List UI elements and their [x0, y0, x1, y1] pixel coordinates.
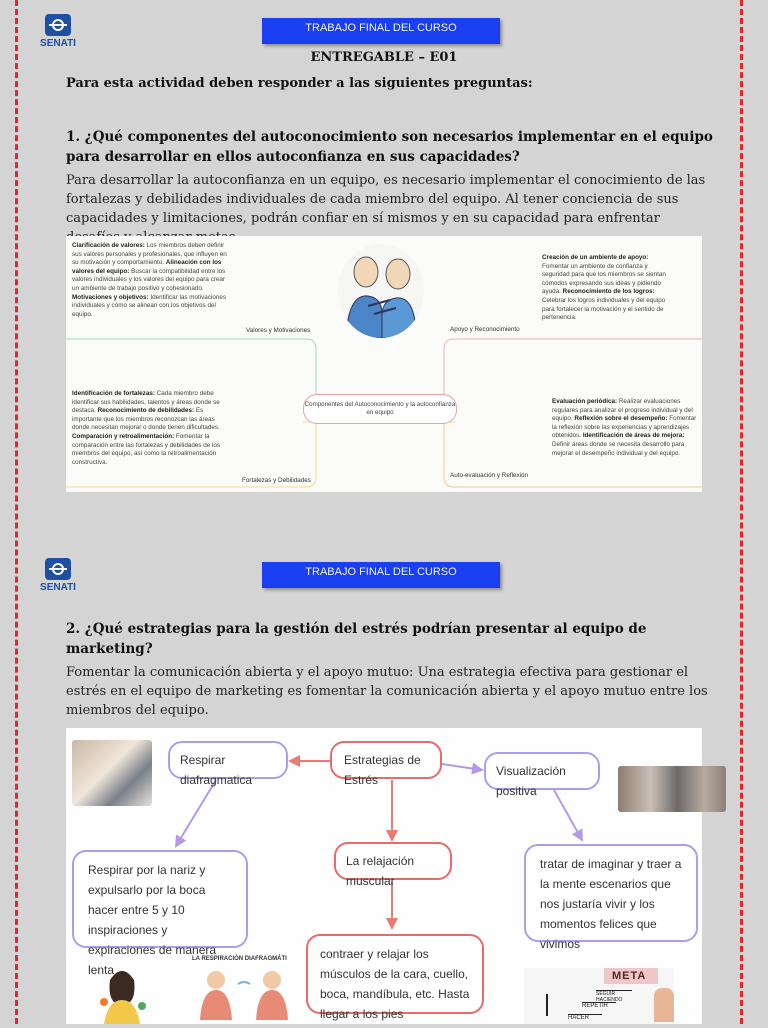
mm-text: Cada miembro debe identificar sus habili… — [72, 390, 220, 415]
mm-heading: Reconocimiento de los logros: — [562, 288, 655, 296]
hand-icon — [654, 988, 674, 1022]
mindmap-selfeval-text: Evaluación periódica: Realizar evaluacio… — [552, 398, 698, 458]
mm-text: Celebrar los logros individuales y del e… — [542, 296, 666, 322]
mindmap-connectors — [66, 338, 702, 488]
mm-text: Fomentar la comparación entre las fortal… — [72, 432, 221, 466]
course-banner-2: TRABAJO FINAL DEL CURSO — [262, 562, 500, 588]
document-page: SENATI TRABAJO FINAL DEL CURSO ENTREGABL… — [30, 0, 738, 1024]
deliverable-title: ENTREGABLE – E01 — [310, 50, 458, 65]
branch-label-support: Apoyo y Reconocimiento — [450, 326, 520, 333]
breathing-caption: LA RESPIRACIÓN DIAFRAGMÁTI — [192, 956, 287, 962]
step-repeat: REPETIR — [582, 1002, 616, 1009]
people-pointing-icon — [345, 256, 417, 338]
mm-text: Definir áreas donde se necesita desarrol… — [552, 440, 685, 457]
mm-text: Es importante que los miembros reconozca… — [72, 407, 220, 432]
question-1: 1. ¿Qué componentes del autoconocimiento… — [66, 129, 713, 165]
intro-text: Para esta actividad deben responder a la… — [66, 76, 533, 91]
node-diaphragm-breathing: Respirar diafragmatica — [168, 741, 288, 787]
mm-heading: Reflexión sobre el desempeño: — [574, 415, 668, 423]
mm-heading: Motivaciones y objetivos: — [72, 293, 149, 301]
branch-label-values: Valores y Motivaciones — [246, 327, 311, 334]
breathing-infographic: LA RESPIRACIÓN DIAFRAGMÁTI — [192, 956, 300, 1024]
mindmap-strengths-text: Identificación de fortalezas: Cada miemb… — [72, 390, 228, 467]
mm-text: Fomentar la reflexión sobre las experien… — [552, 415, 697, 440]
question-2: 2. ¿Qué estrategias para la gestión del … — [66, 621, 647, 657]
node-stress-strategies: Estrategias de Estrés — [330, 741, 442, 787]
step-do: HACER — [568, 1014, 602, 1021]
senati-logo-icon — [45, 558, 71, 580]
mm-text: Identificar las motivaciones individuale… — [72, 293, 226, 318]
answer-2: Fomentar la comunicación abierta y el ap… — [66, 665, 708, 718]
mm-heading: Alineación con los valores del equipo: — [72, 259, 222, 275]
senati-logo: SENATI — [38, 14, 78, 49]
mm-text: Buscar la compatibilidad entre los valor… — [72, 267, 226, 292]
mm-text: Los miembros deben definir sus valores p… — [72, 242, 227, 267]
meta-title: META — [612, 970, 647, 982]
right-page-border — [740, 0, 743, 1024]
mm-heading: Evaluación periódica: — [552, 398, 618, 405]
course-banner: TRABAJO FINAL DEL CURSO — [262, 18, 500, 44]
mindmap-support-text: Creación de un ambiente de apoyo: Foment… — [542, 254, 672, 323]
woman-breathing-icon — [100, 971, 146, 1024]
stick-figure-icon — [546, 994, 558, 1016]
logo-text: SENATI — [40, 38, 76, 49]
node-visualization-detail: tratar de imaginar y traer a la mente es… — [524, 844, 698, 951]
mm-text: Fomentar un ambiente de confianza y segu… — [542, 262, 666, 296]
mm-heading: Comparación y retroalimentación: — [72, 432, 175, 440]
group-photo — [618, 766, 726, 812]
node-relaxation-detail: contraer y relajar los músculos de la ca… — [306, 934, 484, 1021]
mm-heading: Identificación de áreas de mejora: — [582, 432, 685, 440]
mm-heading: Creación de un ambiente de apoyo: — [542, 254, 649, 261]
goal-stairs-illustration: META SEGUIR HACIENDO REPETIR HACER — [524, 968, 674, 1024]
breathing-figures-icon — [200, 971, 288, 1020]
mindmap-values-text: Clarificación de valores: Los miembros d… — [72, 242, 230, 319]
senati-logo-icon — [45, 14, 71, 36]
team-cartoon-image — [338, 244, 424, 338]
meta-flag-icon — [604, 968, 658, 984]
senati-logo-2: SENATI — [38, 558, 78, 593]
left-page-border — [15, 0, 18, 1024]
mm-heading: Identificación de fortalezas: — [72, 390, 155, 397]
mindmap-center-node: Componentes del Autoconocimiento y la au… — [303, 394, 457, 424]
logo-text: SENATI — [40, 582, 76, 593]
step-keep-doing: SEGUIR HACIENDO — [596, 990, 632, 1003]
stress-diagram-figure: Respirar diafragmatica Estrategias de Es… — [66, 728, 726, 1024]
node-positive-visualization: Visualización positiva — [484, 752, 600, 798]
mm-heading: Reconocimiento de debilidades: — [97, 407, 195, 415]
mindmap-figure: Clarificación de valores: Los miembros d… — [66, 236, 702, 492]
node-muscle-relaxation: La relajación muscular — [334, 842, 452, 888]
mm-heading: Clarificación de valores: — [72, 242, 145, 249]
mm-text: Realizar evaluaciones regulares para ana… — [552, 398, 693, 423]
woman-illustration — [90, 962, 154, 1024]
node-breathing-detail: Respirar por la nariz y expulsarlo por l… — [72, 850, 248, 977]
branch-label-selfeval: Auto-evaluación y Reflexión — [450, 472, 529, 479]
branch-label-strengths: Fortalezas y Debilidades — [242, 477, 311, 484]
therapy-photo — [72, 740, 152, 806]
diagram-arrows — [174, 755, 583, 930]
